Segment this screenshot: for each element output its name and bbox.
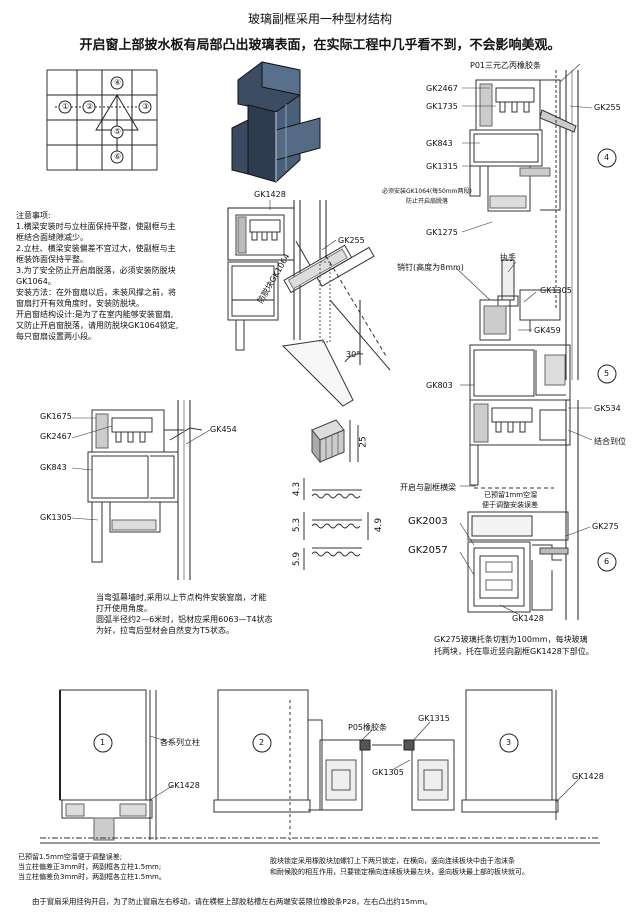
key-markers	[58, 76, 152, 164]
leader-lines	[71, 63, 593, 803]
label-gk534: GK534	[594, 404, 621, 413]
caption-gk275-2: 托两块，托在靠近竖向副框GK1428下部位。	[434, 647, 594, 656]
page-subtitle: 开启窗上部披水板有局部凸出玻璃表面，在实际工程中几乎看不到，不会影响美观。	[79, 38, 561, 53]
label-gk843-ml: GK843	[40, 463, 67, 472]
bottom-left-note-line: 当立柱偏差正3mm时，两副框各立柱1.5mm;	[18, 863, 162, 871]
label-gk2467: GK2467	[426, 84, 458, 93]
marker-1: ①	[62, 102, 70, 111]
marker-2: ②	[86, 102, 94, 111]
label-gk255: GK255	[338, 236, 365, 245]
label-gk2467-ml: GK2467	[40, 432, 72, 441]
note-line: 1.横梁安装时与立柱面保持平整，使副框与主	[16, 222, 176, 231]
panel-2-number: 2	[259, 738, 265, 747]
page-title: 玻璃副框采用一种型材结构	[247, 12, 392, 26]
mid-note-line: 圆弧半径约2—6米时，铝材应采用6063—T4状态	[96, 615, 273, 624]
note-line: 安装方法：在外窗扇以后，未装风撑之前，将	[16, 288, 176, 297]
caption-gk275-1: GK275玻璃托条切割为100mm，每块玻璃	[434, 635, 588, 644]
label-reserve-1: 已预留1mm空溜	[484, 491, 538, 499]
detail-mid-right	[469, 259, 579, 510]
label-note-fall: 防止开启扇脱落	[406, 198, 449, 205]
dimension-25: 25	[358, 436, 369, 448]
section-marker-6: 6	[604, 557, 610, 566]
note-line: 窗扇打开有效角度时，安装防脱块。	[16, 299, 144, 308]
label-column: 各系列立柱	[160, 738, 200, 747]
mid-note-line: 当弯弧幕墙时,采用以上节点构件安装窗扇，才能	[96, 593, 267, 602]
detail-mid-left	[87, 400, 203, 580]
marker-6: ⑥	[114, 152, 122, 161]
footer-note: 由于窗扇采用挂钩开启，为了防止窗扇左右移动，请在横框上部胶粘槽左右两端安装限位橡…	[32, 897, 432, 906]
profile-3d	[231, 61, 321, 184]
bottom-left-note: 已预留1.5mm空溜便于调整误差; 当立柱偏差正3mm时，两副框各立柱1.5mm…	[18, 852, 166, 882]
marker-3: ③	[142, 102, 150, 111]
marker-4: ④	[114, 78, 122, 87]
label-gk1428-br: GK1428	[512, 614, 544, 623]
bottom-section	[40, 689, 600, 844]
key-grid	[46, 69, 158, 171]
label-note-gk1064: 必须安装GK1064(每50mm两段)	[382, 188, 472, 195]
label-gk1675: GK1675	[40, 412, 72, 421]
label-gk1315: GK1315	[426, 162, 458, 171]
label-gk2057: GK2057	[408, 545, 448, 556]
section-marker-5: 5	[604, 369, 610, 378]
label-reserve-2: 便于调整安装误差	[482, 501, 538, 509]
note-line: 2.立柱、横梁安装偏差不宜过大，使副框与主	[16, 244, 176, 253]
notes-heading: 注意事项:	[16, 211, 51, 220]
detail-top-left	[227, 200, 391, 407]
detail-top-right	[469, 70, 579, 380]
label-p01: P01三元乙丙橡胶条	[470, 61, 542, 70]
label-gk1275: GK1275	[426, 228, 458, 237]
note-line: 3.为了安全防止开启扇脱落，必须安装防脱块	[16, 266, 176, 275]
label-gk275: GK275	[592, 522, 619, 531]
label-gk1305: GK1305	[540, 286, 572, 295]
mid-notes: 当弯弧幕墙时,采用以上节点构件安装窗扇，才能 打开使用角度。 圆弧半径约2—6米…	[96, 592, 326, 636]
mid-note-line: 为好，拉弯后型材会自然变为T5状态。	[96, 626, 234, 635]
label-gk454: GK454	[210, 425, 237, 434]
dimension-4-9: 4.9	[374, 517, 385, 533]
label-gk459: GK459	[534, 326, 561, 335]
label-angle: 30°	[346, 350, 361, 359]
note-line: 框装饰面保持平整。	[16, 255, 88, 264]
bottom-panel-markers	[93, 733, 519, 753]
notes-block: 注意事项: 1.横梁安装时与立柱面保持平整，使副框与主 框结合面缝隙减少。 2.…	[16, 210, 221, 342]
label-gk1305-ml: GK1305	[40, 513, 72, 522]
dimension-4-3: 4.3	[292, 481, 303, 497]
label-gk1428-bl: GK1428	[168, 781, 200, 790]
section-markers	[597, 148, 617, 572]
label-gk1428-bottom-right: GK1428	[572, 772, 604, 781]
section-marker-4: 4	[604, 153, 610, 162]
panel-3-number: 3	[506, 738, 512, 747]
note-line: 又防止开启窗脱落，请用防脱块GK1064锁定,	[16, 321, 179, 330]
dimension-details	[303, 419, 369, 570]
bottom-right-note-line: 胶块锁定采用橡胶块加螺钉上下两只锁定，在横向，竖向连续板块中由于泡沫条	[270, 857, 515, 865]
bottom-left-note-line: 已预留1.5mm空溜便于调整误差;	[18, 853, 123, 861]
label-gk255-right: GK255	[594, 103, 621, 112]
label-handle: 执手	[500, 253, 516, 262]
bottom-left-note-line: 当立柱偏差负3mm时，两副框各立柱1.5mm。	[18, 873, 166, 881]
label-gk803: GK803	[426, 381, 453, 390]
label-p05: P05橡胶条	[348, 723, 388, 732]
profile-small-3d	[311, 419, 351, 464]
bottom-right-note: 胶块锁定采用橡胶块加螺钉上下两只锁定，在横向，竖向连续板块中由于泡沫条 和耐候胶…	[270, 856, 529, 878]
label-gk843: GK843	[426, 139, 453, 148]
label-gk1735: GK1735	[426, 102, 458, 111]
label-beam: 开启与副框横梁	[400, 483, 456, 492]
label-pin: 销钉(高度为8mm)	[397, 263, 464, 272]
label-gk1315-bottom: GK1315	[418, 714, 450, 723]
detail-bottom-right	[467, 510, 579, 620]
label-gk2003: GK2003	[408, 516, 448, 527]
dimension-5-9: 5.9	[292, 551, 303, 567]
bottom-right-note-line: 和耐候胶的相互作用，只要锁定横向连续板块最左块，竖向板块最上部的板块就可。	[270, 868, 529, 876]
panel-1-number: 1	[100, 738, 106, 747]
dimension-5-3: 5.3	[292, 517, 303, 533]
note-line: 框结合面缝隙减少。	[16, 233, 88, 242]
mid-note-line: 打开使用角度。	[96, 604, 152, 613]
note-line: 每只窗扇设置两小段。	[16, 332, 96, 341]
label-gk1428: GK1428	[254, 190, 286, 199]
note-line: 开启窗结构设计:是为了在室内能够安装窗扇,	[16, 310, 174, 319]
note-line: GK1064。	[16, 277, 56, 286]
label-gk1305-bottom: GK1305	[372, 768, 404, 777]
label-fit: 结合到位	[594, 437, 626, 446]
marker-5: ⑤	[114, 127, 122, 136]
